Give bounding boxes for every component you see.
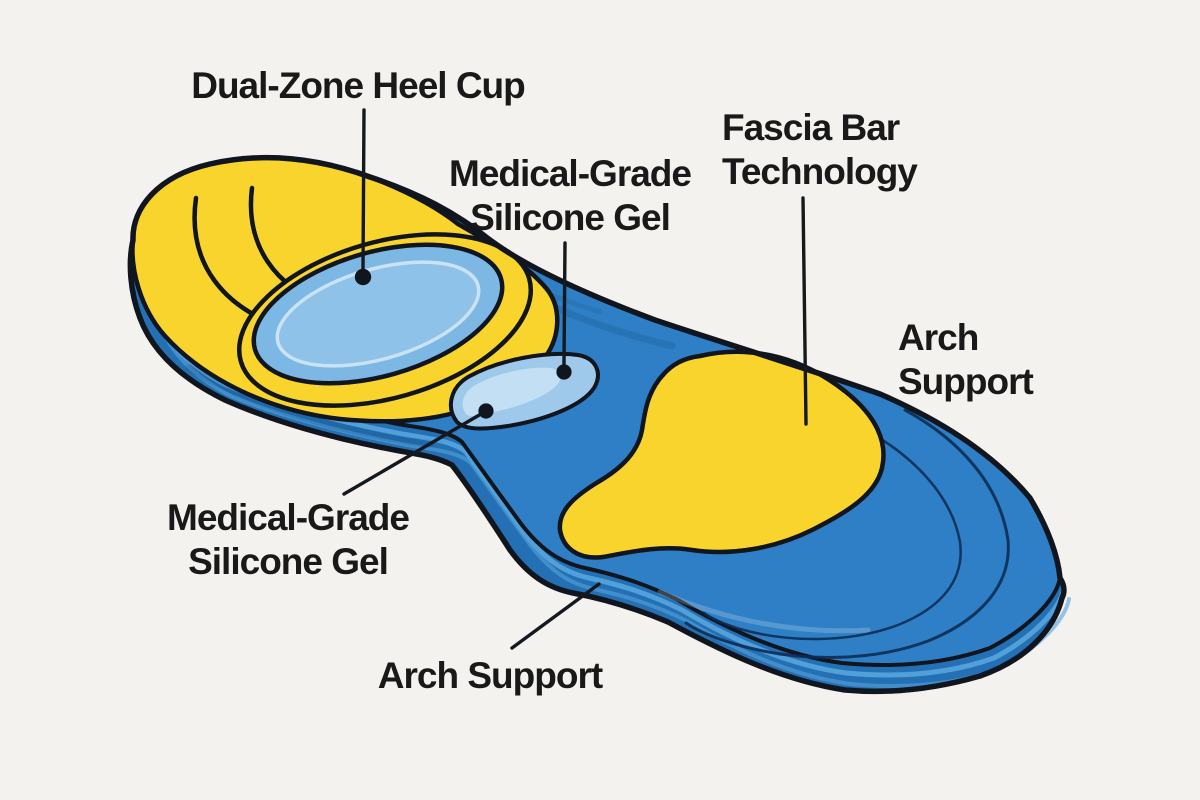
callout-label-line: Fascia Bar <box>722 107 900 148</box>
insole-outline <box>127 154 1067 695</box>
callout-label-arch-bottom: Arch Support <box>368 654 612 698</box>
callout-label-line: Medical-Grade <box>167 497 410 538</box>
callout-label-line: Silicone Gel <box>470 197 671 238</box>
callout-dot-heel-cup <box>354 268 372 286</box>
leader-line-fascia-bar <box>801 196 808 426</box>
callout-label-fascia-bar: Fascia Bar Technology <box>722 106 918 194</box>
callout-label-silicone-bottom: Medical-Grade Silicone Gel <box>150 496 426 584</box>
leader-line-silicone-top <box>562 241 567 366</box>
leader-line-silicone-bottom <box>342 412 483 496</box>
callout-label-line: Arch <box>898 317 979 358</box>
callout-label-line: Medical-Grade <box>449 153 692 194</box>
toe-contour-lines <box>684 408 1010 659</box>
callout-label-arch-right: Arch Support <box>898 316 1034 404</box>
leader-line-arch-bottom <box>510 582 601 650</box>
callout-dots <box>354 268 572 419</box>
callout-dot-silicone-bottom <box>478 403 494 419</box>
callout-label-heel-cup: Dual-Zone Heel Cup <box>190 64 526 108</box>
callout-label-line: Support <box>898 361 1034 402</box>
arch-support-pad <box>557 349 886 560</box>
callout-label-line: Dual-Zone Heel Cup <box>191 65 526 106</box>
callout-label-line: Technology <box>722 151 918 192</box>
callout-label-line: Silicone Gel <box>188 541 389 582</box>
callout-label-silicone-top: Medical-Grade Silicone Gel <box>440 152 700 240</box>
leader-line-heel-cup <box>361 108 366 271</box>
callout-dot-silicone-top <box>556 364 572 380</box>
callout-label-line: Arch Support <box>377 655 603 696</box>
surface-shading <box>186 255 871 634</box>
leader-lines <box>342 108 808 650</box>
